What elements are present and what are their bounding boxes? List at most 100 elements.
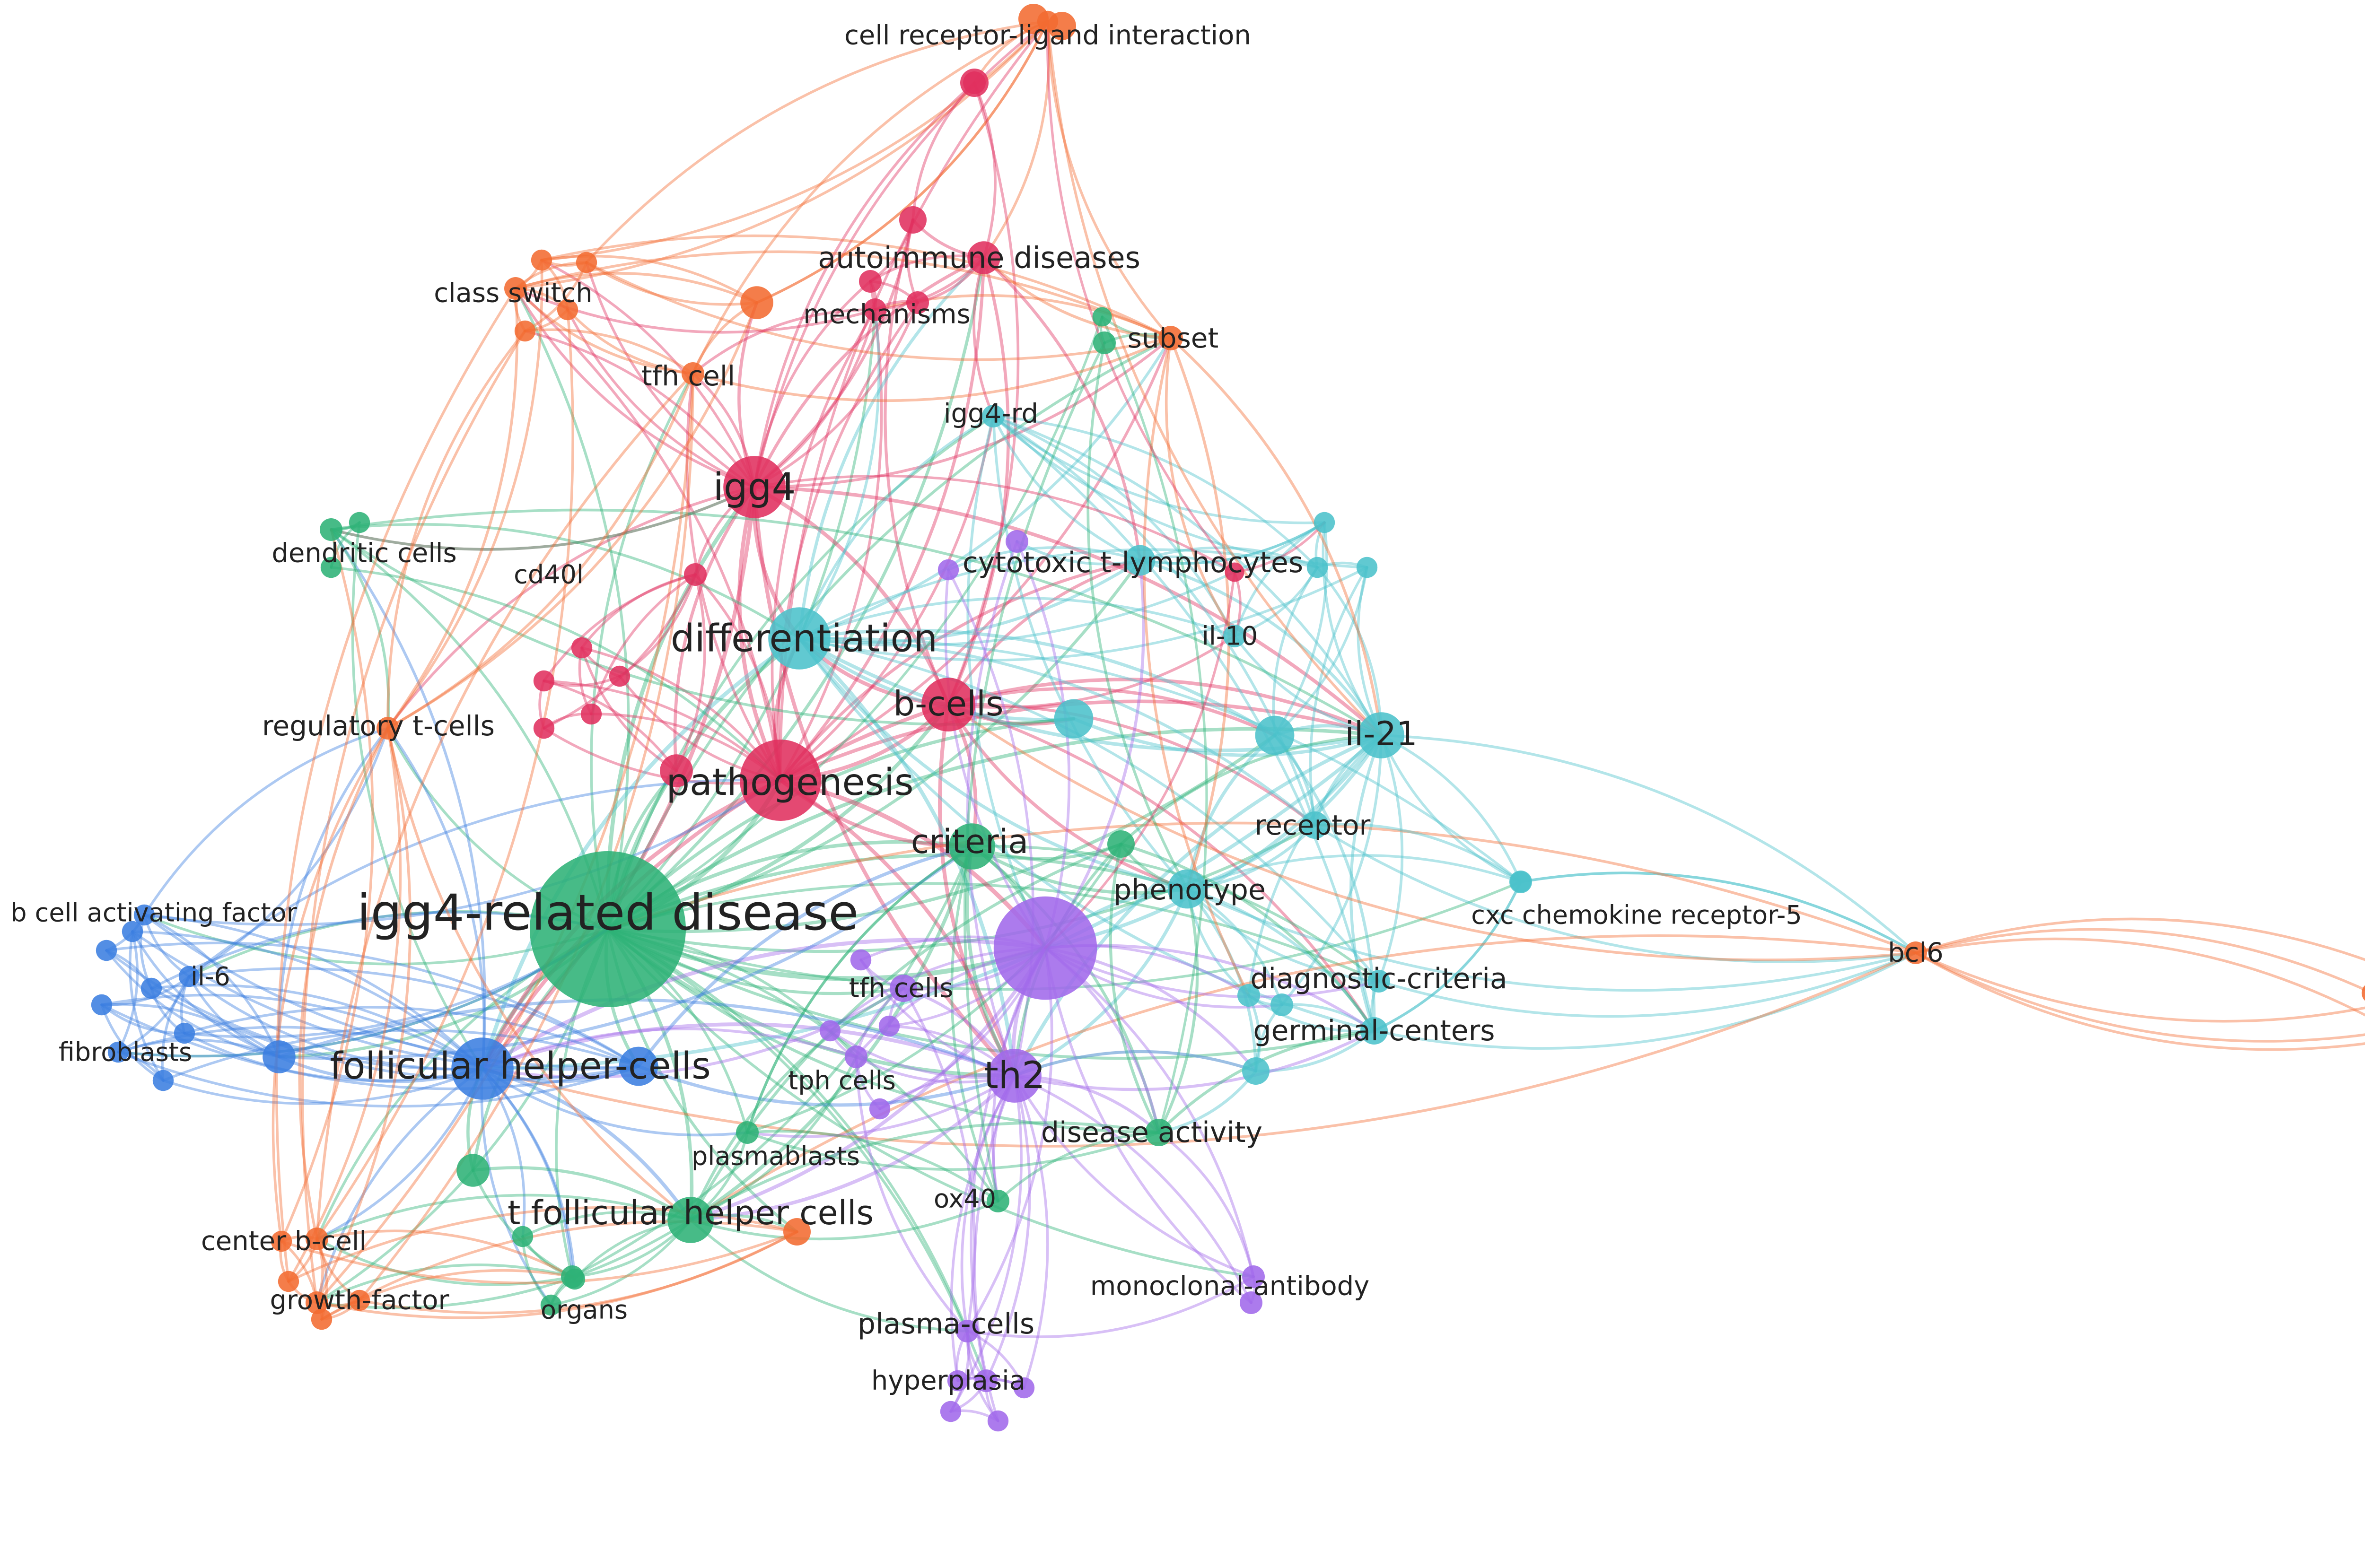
node-o_4[interactable] [514, 320, 536, 342]
node-c_1[interactable] [1054, 699, 1094, 739]
node-r_m3[interactable] [571, 637, 593, 659]
node-growth[interactable] [306, 1291, 328, 1314]
node-g_2[interactable] [540, 1294, 562, 1316]
node-o_1[interactable] [740, 286, 773, 319]
node-p_3[interactable] [850, 949, 872, 971]
node-g_8[interactable] [1092, 307, 1112, 327]
node-c_5[interactable] [1356, 557, 1378, 578]
node-p_5[interactable] [819, 1020, 841, 1042]
node-p_10[interactable] [947, 1370, 969, 1392]
node-differentiation[interactable] [768, 607, 831, 670]
node-g_5[interactable] [456, 1154, 490, 1187]
node-baff[interactable] [133, 904, 155, 926]
node-g_4[interactable] [1107, 830, 1135, 858]
node-p_9[interactable] [1013, 1377, 1035, 1399]
node-c_3[interactable] [1314, 512, 1335, 533]
node-cytotoxic[interactable] [1124, 545, 1156, 576]
node-p_4[interactable] [878, 1015, 900, 1037]
node-r_m2[interactable] [906, 291, 929, 314]
node-receptor[interactable] [1301, 811, 1329, 839]
node-cd40l[interactable] [684, 563, 707, 586]
node-subset[interactable] [1158, 326, 1183, 350]
node-regt[interactable] [377, 717, 399, 740]
node-classswitch[interactable] [504, 277, 527, 300]
node-o_5[interactable] [557, 299, 578, 321]
node-r_m7[interactable] [580, 703, 602, 725]
node-r_top2[interactable] [899, 206, 927, 234]
node-o_14[interactable] [783, 1218, 811, 1246]
node-monoclonal[interactable] [1242, 1265, 1265, 1288]
node-p_7[interactable] [940, 1401, 962, 1422]
node-tfh_cells_t[interactable] [667, 1197, 714, 1243]
node-diagcrit[interactable] [1367, 970, 1390, 993]
node-r_m5[interactable] [533, 670, 555, 692]
node-p_hub[interactable] [993, 896, 1097, 1000]
node-p_6[interactable] [869, 1098, 891, 1120]
node-g_6[interactable] [349, 512, 370, 533]
node-c_6[interactable] [1237, 984, 1260, 1007]
node-r_m6[interactable] [533, 717, 555, 739]
node-ox40[interactable] [987, 1190, 1009, 1212]
node-bcl6[interactable] [1904, 941, 1927, 964]
node-plasmacells[interactable] [956, 1320, 979, 1342]
node-criteria[interactable] [949, 823, 995, 870]
node-g_3[interactable] [512, 1226, 534, 1247]
node-o_10[interactable] [271, 1230, 292, 1252]
node-b_5[interactable] [174, 1022, 195, 1044]
node-phenotype[interactable] [1167, 869, 1207, 909]
node-pathogenesis[interactable] [740, 740, 821, 821]
node-r_p1[interactable] [660, 754, 693, 787]
node-o_12[interactable] [349, 1289, 370, 1311]
node-p_8[interactable] [987, 1410, 1009, 1432]
node-b_1[interactable] [619, 1046, 658, 1086]
node-tfhcell[interactable] [682, 362, 704, 385]
node-mechanisms[interactable] [864, 298, 886, 321]
node-g_9[interactable] [1093, 331, 1116, 354]
node-b_7[interactable] [152, 1070, 174, 1091]
node-igg4rd_abbr[interactable] [982, 405, 1005, 427]
node-il10[interactable] [1223, 625, 1246, 647]
node-b_2[interactable] [263, 1040, 296, 1073]
node-dendritic[interactable] [320, 518, 342, 541]
node-r_cyt[interactable] [1225, 562, 1244, 582]
node-c_4[interactable] [1306, 557, 1328, 578]
edge-th2-c_8 [1013, 1050, 1258, 1078]
node-b_3[interactable] [96, 940, 117, 961]
node-c_2[interactable] [1255, 715, 1295, 755]
node-tfhcells[interactable] [890, 975, 917, 1002]
node-disease_act[interactable] [1145, 1119, 1173, 1146]
node-p_1[interactable] [1006, 530, 1028, 553]
node-b_6[interactable] [91, 994, 113, 1016]
node-c_8[interactable] [1242, 1057, 1270, 1085]
node-centerb[interactable] [306, 1228, 328, 1250]
node-hyperplasia[interactable] [975, 1369, 998, 1392]
node-th2[interactable] [988, 1049, 1042, 1103]
edge-dendritic-differentiation [330, 523, 801, 640]
node-il21[interactable] [1358, 712, 1404, 758]
node-igg4[interactable] [723, 456, 786, 518]
node-germinal[interactable] [1360, 1017, 1388, 1045]
node-o_3[interactable] [576, 252, 597, 273]
node-p_11[interactable] [1240, 1291, 1262, 1314]
node-o_11[interactable] [278, 1271, 299, 1292]
node-fibroblasts[interactable] [107, 1041, 129, 1063]
edge-tfhcell-crli [692, 20, 1049, 375]
node-bcells[interactable] [921, 678, 975, 732]
node-autoimmune[interactable] [967, 241, 1000, 274]
node-o_6[interactable] [2361, 983, 2365, 1003]
node-organs[interactable] [561, 1265, 584, 1288]
node-c_7[interactable] [1270, 993, 1293, 1016]
node-g_7[interactable] [320, 557, 342, 578]
node-p_2[interactable] [937, 559, 959, 581]
node-c_9[interactable] [1509, 871, 1532, 893]
node-r_m4[interactable] [609, 665, 631, 687]
node-r_m1[interactable] [859, 270, 882, 293]
node-igg4rd[interactable] [530, 851, 686, 1007]
node-tphcells[interactable] [845, 1045, 867, 1068]
node-plasmablasts[interactable] [736, 1121, 759, 1144]
node-follicular[interactable] [451, 1037, 514, 1100]
node-o_2[interactable] [531, 249, 552, 271]
node-b_4[interactable] [140, 977, 162, 999]
node-il6[interactable] [178, 966, 200, 987]
node-b_8[interactable] [122, 921, 143, 942]
